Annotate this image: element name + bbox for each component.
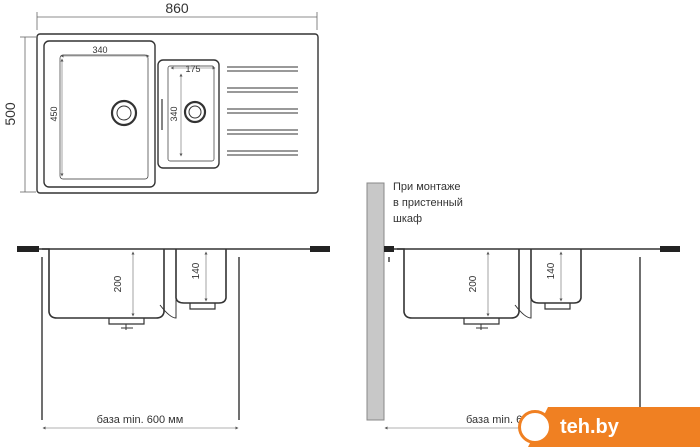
logo-icon [518,410,552,444]
install-note-line-1: При монтаже [393,181,461,193]
install-note-line-2: в пристенный [393,197,463,209]
logo-text: teh.by [560,415,619,438]
plan-view [20,12,319,194]
teh-by-logo[interactable]: teh.by [510,407,700,447]
small-bowl-width-label: 175 [185,64,200,74]
wall [366,182,385,421]
small-bowl-depth-label: 340 [169,106,179,121]
small-bowl-profile [175,249,227,304]
small-bowl-height-label-left: 140 [191,262,202,279]
main-bowl-height-label-right: 200 [468,275,479,292]
install-note-line-3: шкаф [393,213,422,225]
small-bowl [157,59,220,169]
total-depth-label: 500 [2,102,18,126]
small-bowl-height-label-right: 140 [546,262,557,279]
main-bowl-depth-label: 450 [49,106,59,121]
base-label-left: база min. 600 мм [97,414,184,426]
total-width-label: 860 [165,0,189,16]
sink-outline [36,33,319,194]
main-drain [110,99,138,127]
badge-shape [528,407,700,447]
side-view-left [17,246,330,430]
side-view-right [366,182,680,430]
main-bowl-profile [42,248,165,319]
small-drain [183,100,207,124]
main-bowl-profile-right [397,248,520,319]
main-bowl [43,40,156,188]
main-bowl-width-label: 340 [92,45,107,55]
small-bowl-profile-right [530,249,582,304]
drain-board-ribs [227,66,298,156]
main-bowl-height-label-left: 200 [113,275,124,292]
